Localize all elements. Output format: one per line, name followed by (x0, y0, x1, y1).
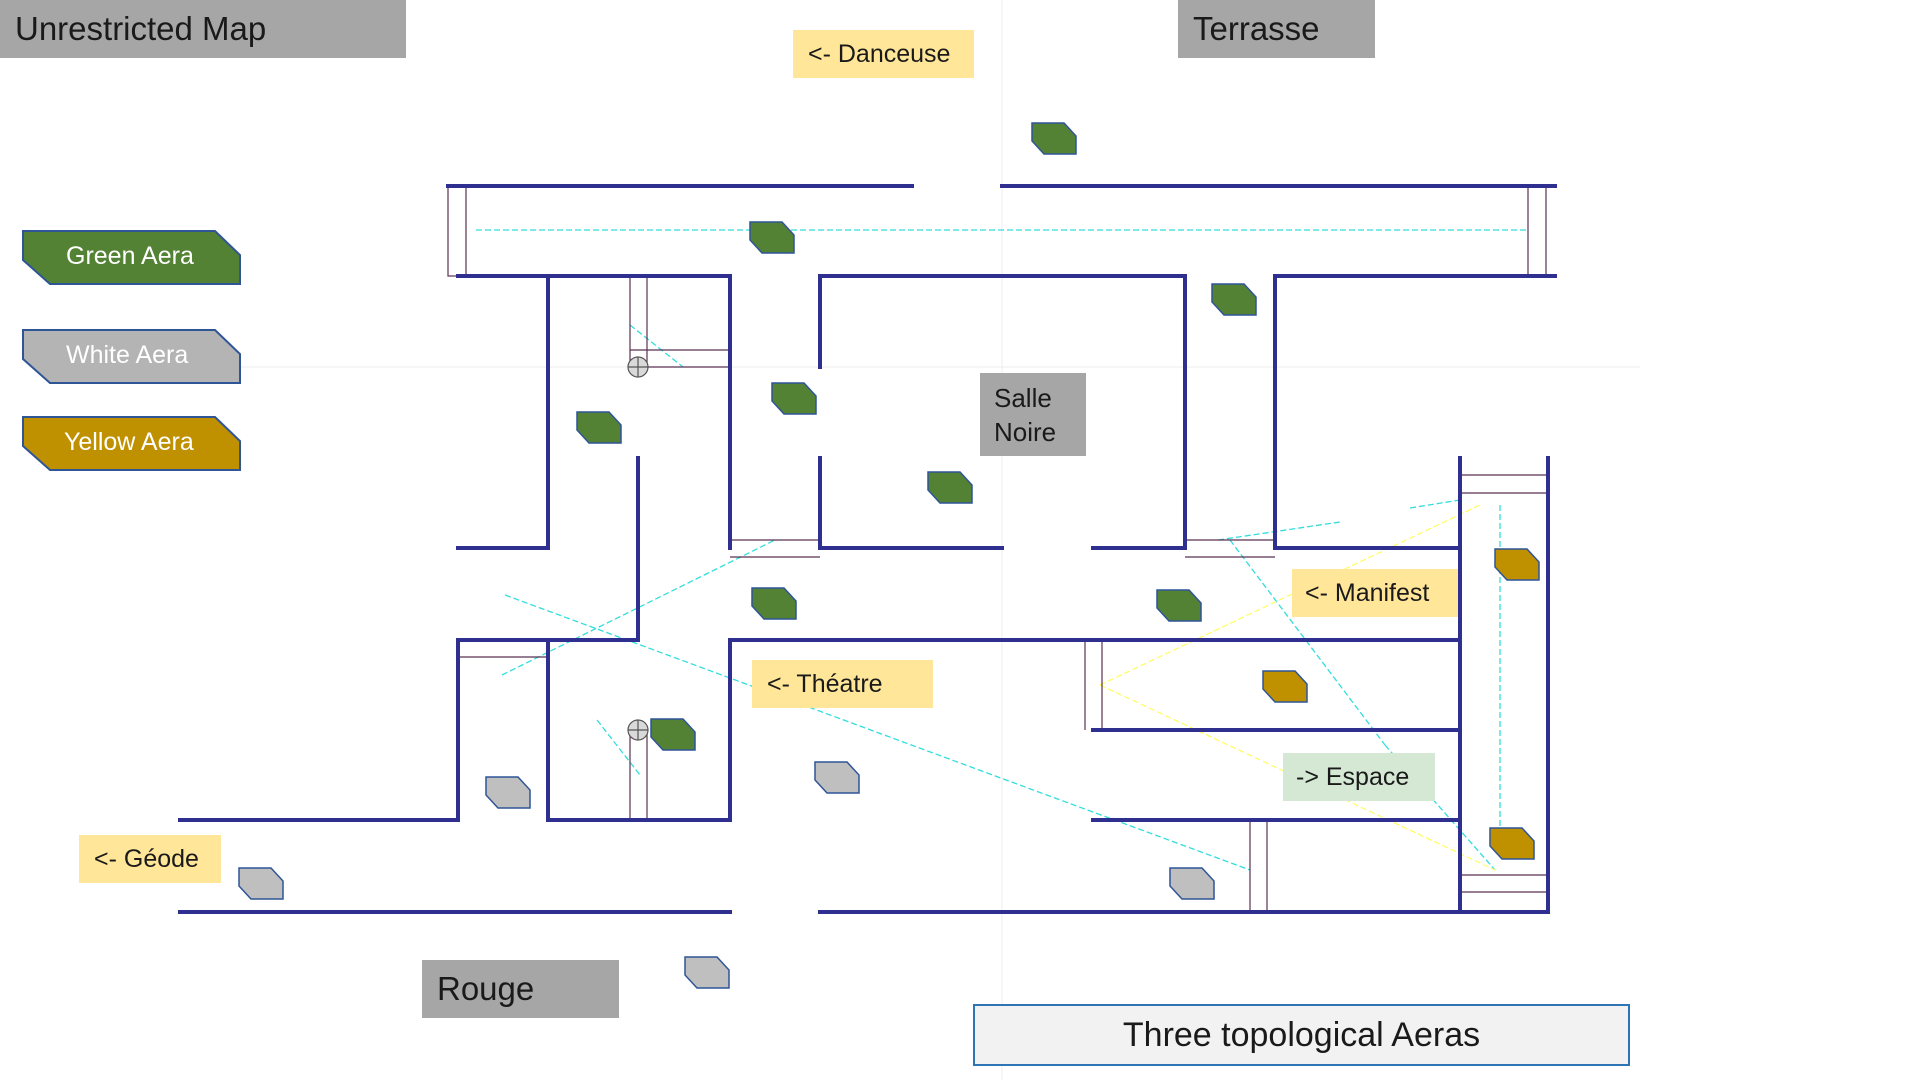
green-area-marker (749, 221, 795, 254)
yellow-area-marker (1494, 548, 1540, 581)
legend-shapes (22, 230, 241, 471)
legend-label-green: Green Aera (66, 242, 194, 270)
rouge-label: Rouge (422, 960, 619, 1018)
white-area-markers (238, 761, 1215, 989)
yellow-area-marker (1262, 670, 1308, 703)
salle-noire-line2: Noire (994, 416, 1057, 447)
green-area-marker (1211, 283, 1257, 316)
white-area-marker (1169, 867, 1215, 900)
white-area-marker (238, 867, 284, 900)
footer-title: Three topological Aeras (973, 1004, 1630, 1066)
green-area-markers (576, 122, 1257, 751)
legend-swatch-green (22, 230, 241, 285)
white-area-marker (485, 776, 531, 809)
green-area-marker (576, 411, 622, 444)
green-area-marker (650, 718, 696, 751)
legend-label-yellow: Yellow Aera (64, 428, 194, 456)
green-area-marker (771, 382, 817, 415)
door-frames (447, 185, 1548, 910)
danceuse-label: <- Danceuse (793, 30, 974, 78)
legend-swatch-white (22, 329, 241, 384)
green-area-marker (1156, 589, 1202, 622)
door-pivot-icons (627, 356, 649, 741)
theatre-label: <- Théatre (752, 660, 933, 708)
espace-label: -> Espace (1283, 753, 1435, 801)
yellow-area-markers (1262, 548, 1540, 860)
unrestricted-map-label: Unrestricted Map (0, 0, 406, 58)
manifest-label: <- Manifest (1292, 569, 1458, 617)
white-area-marker (814, 761, 860, 794)
walls (178, 184, 1557, 914)
yellow-area-marker (1489, 827, 1535, 860)
salle-noire-line1: Salle (994, 382, 1052, 413)
salle-noire-label: Salle Noire (980, 373, 1086, 456)
legend-label-white: White Aera (66, 341, 189, 369)
white-area-marker (684, 956, 730, 989)
green-area-marker (927, 471, 973, 504)
geode-label: <- Géode (79, 835, 221, 883)
terrasse-label: Terrasse (1178, 0, 1375, 58)
green-area-marker (751, 587, 797, 620)
legend-swatch-yellow (22, 416, 241, 471)
green-area-marker (1031, 122, 1077, 155)
